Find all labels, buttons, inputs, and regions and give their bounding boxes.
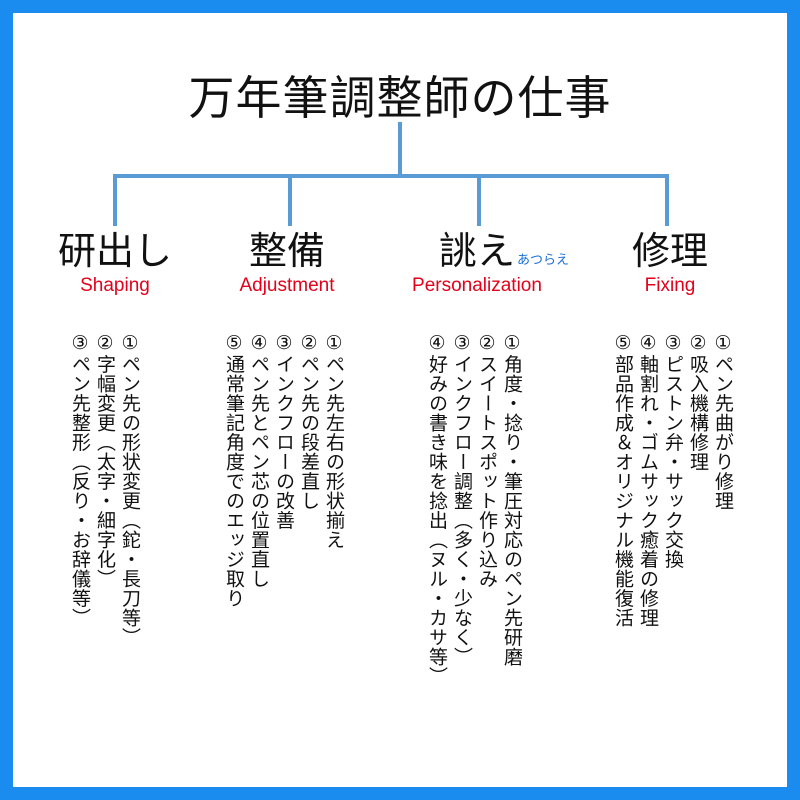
- branch-english-label: Shaping: [80, 275, 150, 296]
- branch-adjustment: 整備 Adjustment: [192, 228, 382, 297]
- branch-heading-text: 整備: [248, 229, 325, 273]
- list-item: ①角度・捻り・筆圧対応のペン先研磨: [501, 332, 523, 667]
- branch-shaping: 研出し Shaping: [20, 228, 210, 297]
- list-item: ④ペン先とペン芯の位置直し: [248, 332, 270, 589]
- branch-heading-text: 研出し: [57, 229, 172, 273]
- list-item: ③インクフロー調整（多く・少なく）: [451, 332, 473, 667]
- list-item: ②ペン先の段差直し: [298, 332, 320, 511]
- list-item: ①ペン先左右の形状揃え: [323, 332, 345, 550]
- list-item: ②スイートスポット作り込み: [476, 332, 498, 589]
- branch-heading-text: 修理: [631, 229, 708, 273]
- list-item: ③ペン先整形（反り・お辞儀等）: [69, 332, 91, 628]
- branch-items-personalization: ①角度・捻り・筆圧対応のペン先研磨 ②スイートスポット作り込み ③インクフロー調…: [424, 332, 524, 772]
- branch-heading: 修理: [632, 228, 708, 274]
- list-item: ④軸割れ・ゴムサック癒着の修理: [637, 332, 659, 628]
- diagram-title: 万年筆調整師の仕事: [188, 71, 612, 125]
- list-item: ④好みの書き味を捻出（ヌル・カサ等）: [426, 332, 448, 686]
- branch-english-label: Personalization: [412, 275, 542, 296]
- list-item: ③インクフローの改善: [273, 332, 295, 530]
- branch-heading: 研出し: [58, 228, 172, 274]
- branch-heading: 整備: [249, 228, 325, 274]
- branch-english-label: Adjustment: [239, 275, 335, 296]
- branch-items-adjustment: ①ペン先左右の形状揃え ②ペン先の段差直し ③インクフローの改善 ④ペン先とペン…: [221, 332, 346, 772]
- branch-personalization: 誂えあつらえ Personalization: [382, 228, 572, 297]
- branch-items-shaping: ①ペン先の形状変更（鉈・長刀等） ②字幅変更（太字・細字化） ③ペン先整形（反り…: [67, 332, 142, 772]
- branch-heading: 誂えあつらえ: [438, 228, 569, 274]
- branch-english-label: Fixing: [644, 275, 696, 296]
- branch-items-fixing: ①ペン先曲がり修理 ②吸入機構修理 ③ピストン弁・サック交換 ④軸割れ・ゴムサッ…: [610, 332, 735, 772]
- ruby-reading: あつらえ: [517, 253, 570, 268]
- list-item: ②吸入機構修理: [687, 332, 709, 472]
- list-item: ⑤通常筆記角度でのエッジ取り: [223, 332, 245, 608]
- branch-heading-text: 誂え: [438, 229, 515, 273]
- branch-fixing: 修理 Fixing: [575, 228, 765, 297]
- list-item: ③ピストン弁・サック交換: [662, 332, 684, 569]
- list-item: ①ペン先の形状変更（鉈・長刀等）: [119, 332, 141, 647]
- list-item: ②字幅変更（太字・細字化）: [94, 332, 116, 589]
- list-item: ①ペン先曲がり修理: [712, 332, 734, 511]
- list-item: ⑤部品作成＆オリジナル機能復活: [612, 332, 634, 628]
